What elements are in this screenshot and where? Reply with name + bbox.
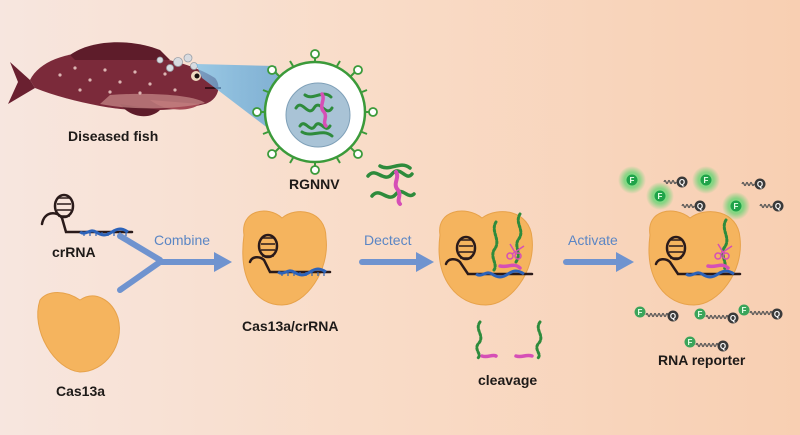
fluorophore-icon xyxy=(634,306,646,318)
fluorophore-letter: F xyxy=(630,176,635,185)
fluorophore-letter: F xyxy=(704,176,709,185)
fluorophore-letter: F xyxy=(698,310,703,319)
quencher-letter: Q xyxy=(774,310,780,319)
fluorophore-icon xyxy=(694,308,706,320)
fluorophore-letter: F xyxy=(734,202,739,211)
quencher-icon xyxy=(667,310,679,322)
step-activate: Activate xyxy=(568,232,618,248)
combine-arrow xyxy=(117,233,221,293)
reporter-tail xyxy=(681,203,695,209)
quencher-letter: Q xyxy=(679,178,685,187)
label-cas13a-crrna: Cas13a/crRNA xyxy=(242,318,339,334)
fluorophore-icon xyxy=(700,174,712,186)
activated-complex xyxy=(648,210,742,306)
fish-illustration xyxy=(8,42,221,117)
label-cleavage: cleavage xyxy=(478,372,538,388)
label-rgnnv: RGNNV xyxy=(289,176,340,192)
reporter-tail xyxy=(741,181,755,187)
fluorophore-icon xyxy=(684,336,696,348)
label-cas13a: Cas13a xyxy=(56,383,106,399)
reporter-tail xyxy=(749,310,775,316)
reporter-tail xyxy=(695,342,721,348)
quencher-letter: Q xyxy=(670,312,676,321)
fluorophore-letter: F xyxy=(742,306,747,315)
fluorophore-letter: F xyxy=(688,338,693,347)
quencher-icon xyxy=(717,340,729,352)
quencher-icon xyxy=(754,178,766,190)
quencher-letter: Q xyxy=(730,314,736,323)
label-rna-reporter: RNA reporter xyxy=(658,352,746,368)
viral-rna-strand xyxy=(366,163,416,206)
step-combine: Combine xyxy=(154,232,211,248)
quencher-icon xyxy=(772,200,784,212)
cleavage-fragments xyxy=(475,320,543,360)
label-crrna: crRNA xyxy=(52,244,96,260)
quencher-icon xyxy=(727,312,739,324)
quencher-letter: Q xyxy=(757,180,763,189)
quencher-letter: Q xyxy=(720,342,726,351)
virus-illustration xyxy=(252,49,378,175)
quencher-letter: Q xyxy=(775,202,781,211)
quencher-icon xyxy=(771,308,783,320)
step-detect: Dectect xyxy=(364,232,412,248)
fluorophore-icon xyxy=(738,304,750,316)
crrna-molecule xyxy=(40,193,134,237)
fluorophore-icon xyxy=(626,174,638,186)
label-diseased-fish: Diseased fish xyxy=(68,128,159,144)
cas13a-protein xyxy=(37,292,120,373)
fluorophore-letter: F xyxy=(658,192,663,201)
fluorophore-letter: F xyxy=(638,308,643,317)
reporter-tail xyxy=(645,312,671,318)
reporter-tail xyxy=(759,203,773,209)
fluorophore-icon xyxy=(730,200,742,212)
reporter-tail xyxy=(663,179,677,185)
quencher-letter: Q xyxy=(697,202,703,211)
reporter-tail xyxy=(705,314,731,320)
cas13a-crrna-complex xyxy=(242,210,332,306)
fluorophore-icon xyxy=(654,190,666,202)
quencher-icon xyxy=(694,200,706,212)
target-bound-complex xyxy=(438,210,534,306)
quencher-icon xyxy=(676,176,688,188)
